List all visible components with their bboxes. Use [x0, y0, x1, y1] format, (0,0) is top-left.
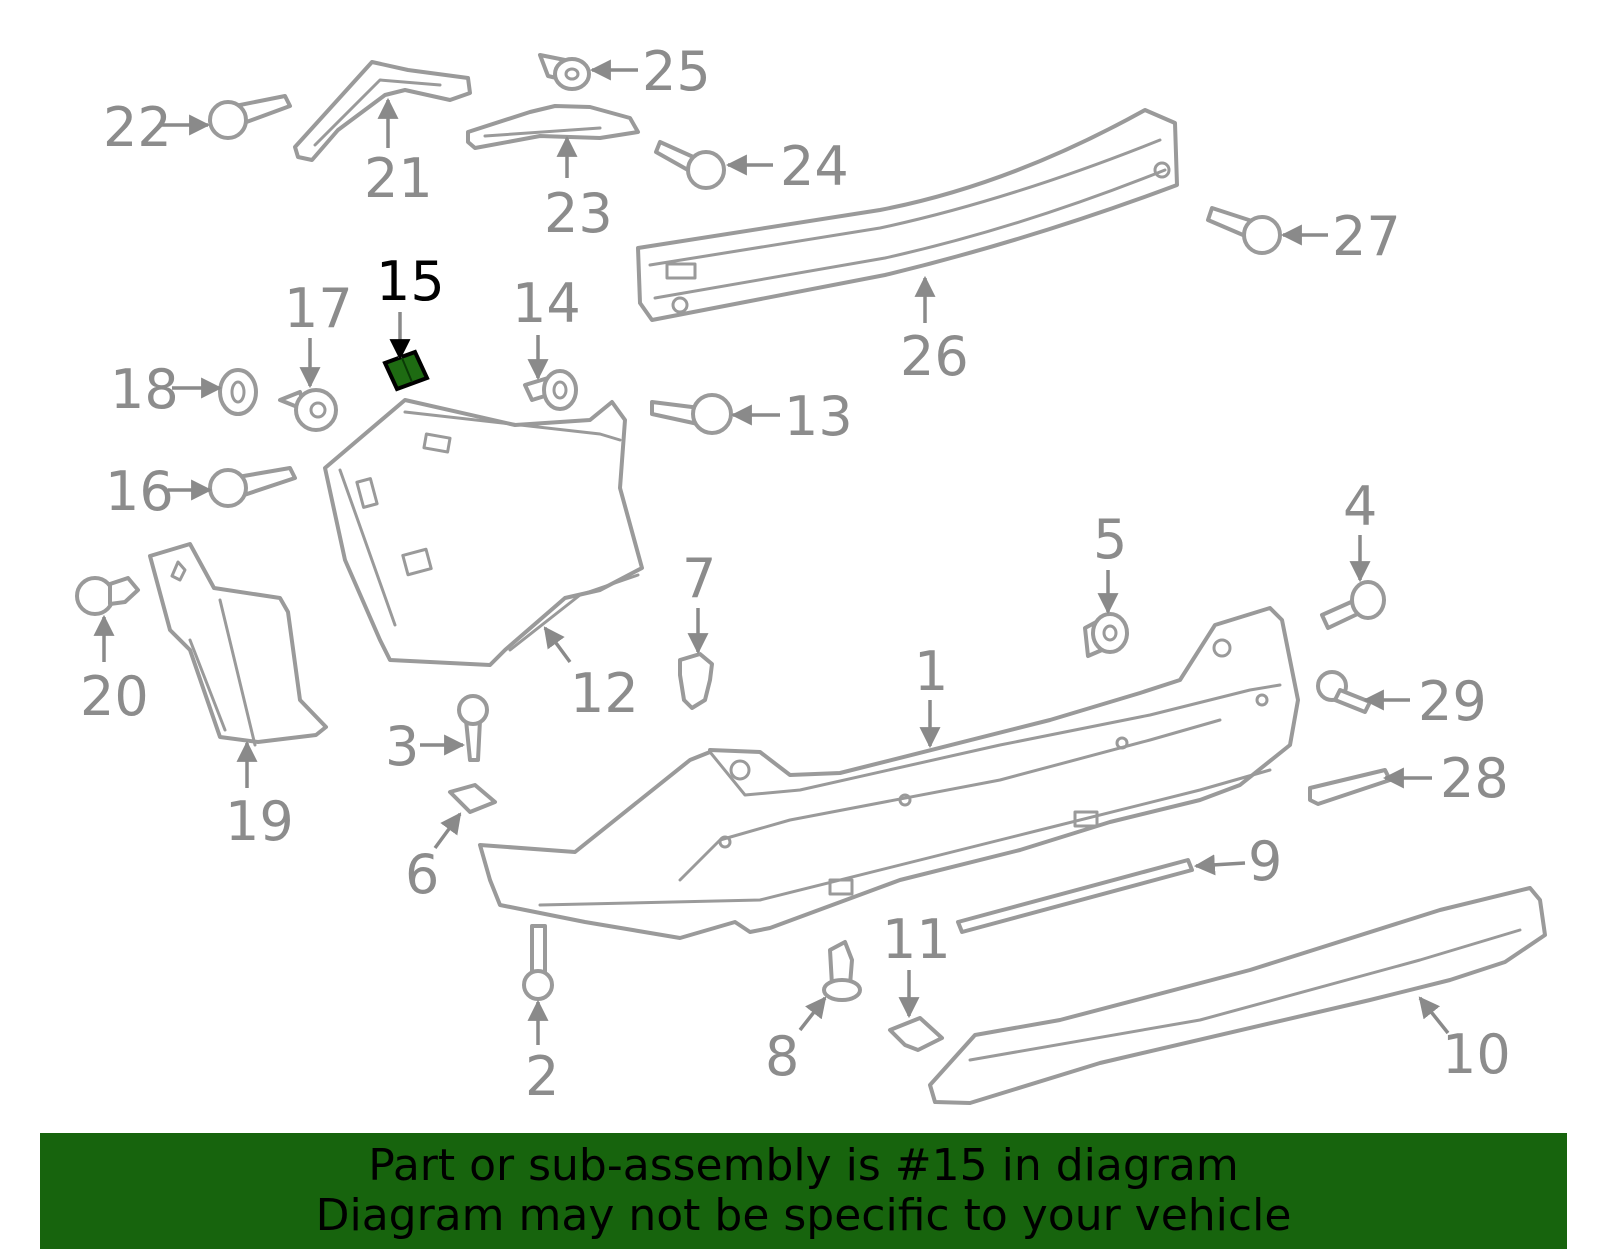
part-6-nut[interactable] [448, 783, 497, 814]
label-26: 26 [900, 325, 969, 388]
part-28-strip[interactable] [1308, 768, 1392, 806]
label-25: 25 [642, 40, 711, 103]
part-5-clip[interactable] [1083, 612, 1129, 658]
label-15: 15 [376, 250, 445, 313]
part-15-highlighted[interactable] [382, 349, 430, 392]
part-21-bracket[interactable] [293, 60, 472, 162]
part-29-bolt[interactable] [1316, 670, 1372, 714]
part-14-clip[interactable] [523, 369, 578, 411]
label-13: 13 [784, 385, 853, 448]
info-banner: Part or sub-assembly is #15 in diagram D… [40, 1133, 1567, 1249]
part-8-clip[interactable] [822, 940, 862, 1002]
callout-labels: 15 22 21 23 25 24 27 26 17 14 18 13 16 4… [80, 40, 1511, 1108]
label-18: 18 [110, 358, 179, 421]
label-28: 28 [1440, 747, 1509, 810]
part-22-bolt[interactable] [208, 94, 292, 140]
part-12-side-bracket[interactable] [323, 398, 644, 667]
label-23: 23 [544, 182, 613, 245]
part-24-bolt[interactable] [654, 140, 726, 190]
label-2: 2 [525, 1045, 559, 1108]
leader-lines [93, 59, 1450, 1045]
label-27: 27 [1332, 205, 1401, 268]
label-4: 4 [1343, 475, 1377, 538]
part-27-bolt[interactable] [1206, 206, 1282, 255]
banner-line-1: Part or sub-assembly is #15 in diagram [368, 1140, 1239, 1191]
label-21: 21 [364, 147, 433, 210]
label-6: 6 [405, 843, 439, 906]
banner-line-2: Diagram may not be specific to your vehi… [315, 1190, 1292, 1241]
part-20-clip[interactable] [75, 576, 140, 616]
label-24: 24 [780, 135, 849, 198]
label-14: 14 [512, 272, 581, 335]
label-20: 20 [80, 665, 149, 728]
part-16-bolt[interactable] [208, 466, 297, 508]
part-25-clip[interactable] [538, 53, 591, 91]
part-9-strip[interactable] [956, 858, 1194, 934]
part-10-lower-skirt[interactable] [928, 886, 1547, 1105]
label-8: 8 [765, 1025, 799, 1088]
part-13-bolt[interactable] [650, 393, 733, 435]
part-18-nut[interactable] [218, 368, 258, 416]
label-22: 22 [103, 96, 172, 159]
label-11: 11 [882, 908, 951, 971]
label-17: 17 [284, 277, 353, 340]
label-29: 29 [1418, 670, 1487, 733]
label-1: 1 [914, 640, 948, 703]
label-7: 7 [682, 547, 716, 610]
part-1-bumper-cover[interactable] [478, 606, 1300, 940]
part-4-bolt[interactable] [1320, 580, 1386, 630]
label-3: 3 [385, 715, 419, 778]
part-23-bracket[interactable] [466, 104, 640, 150]
part-11-clip[interactable] [888, 1016, 944, 1052]
label-19: 19 [225, 790, 294, 853]
label-9: 9 [1248, 830, 1282, 893]
part-7-clip[interactable] [678, 652, 714, 710]
part-2-bolt[interactable] [522, 924, 554, 1001]
label-12: 12 [570, 662, 639, 725]
part-26-reinforcement-beam[interactable] [636, 108, 1179, 322]
label-16: 16 [105, 460, 174, 523]
part-19-retainer[interactable] [148, 542, 328, 747]
part-3-bolt[interactable] [457, 694, 489, 762]
part-17-nut[interactable] [278, 388, 338, 432]
label-10: 10 [1442, 1023, 1511, 1086]
label-5: 5 [1093, 508, 1127, 571]
